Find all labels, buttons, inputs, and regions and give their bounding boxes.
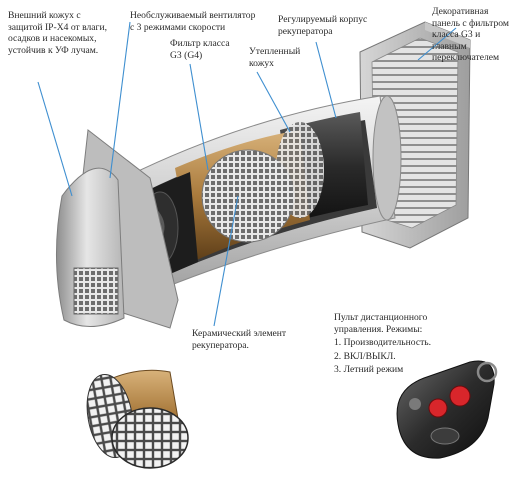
label-recuperator-body: Регулируемый корпус рекуператора <box>278 14 368 37</box>
recuperator-tube <box>109 95 402 301</box>
remote-control-icon <box>396 360 498 459</box>
label-insulated-housing: Утепленный кожух <box>249 46 301 69</box>
label-remote-title: Пульт дистанционного управления. Режимы: <box>334 312 428 335</box>
label-remote-block: Пульт дистанционного управления. Режимы:… <box>334 312 494 376</box>
label-remote-mode-2: 2. ВКЛ/ВЫКЛ. <box>334 350 396 362</box>
leader-lines <box>37 21 457 327</box>
label-filter: Фильтр класса G3 (G4) <box>170 38 230 61</box>
label-decor-panel: Декоративная панель с фильтром класса G3… <box>432 6 509 63</box>
label-remote-mode-1: 1. Производительность. <box>334 337 432 348</box>
label-remote-mode-3: 3. Летний режим <box>334 364 404 375</box>
label-ceramic-element: Керамический элемент рекуператора. <box>192 328 287 351</box>
ceramic-element-closeup <box>86 369 189 469</box>
outer-hood <box>56 129 179 329</box>
label-fan: Необслуживаемый вентилятор с 3 режимами … <box>130 10 256 33</box>
label-outer-housing: Внешний кожух с защитой IP-X4 от влаги, … <box>8 10 107 56</box>
